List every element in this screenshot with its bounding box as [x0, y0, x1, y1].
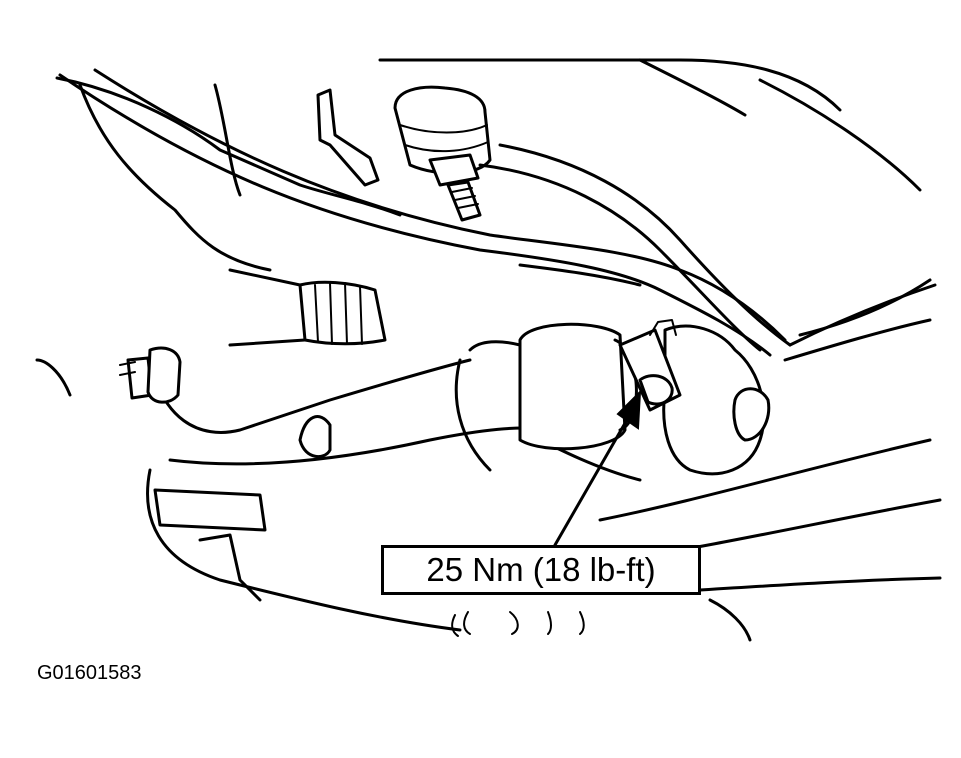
stabilizer-link-ball-joint: [393, 85, 492, 222]
bushing-sleeve: [454, 322, 638, 472]
lower-details: [451, 598, 752, 642]
boot: [228, 268, 387, 347]
stabilizer-bar: [58, 68, 937, 362]
figure-id: G01601583: [37, 662, 142, 684]
pivot-bolt: [119, 346, 182, 404]
stabilizer-clamp: [618, 319, 771, 476]
torque-callout-text: 25 Nm (18 lb-ft): [426, 551, 656, 588]
bracket: [316, 88, 380, 187]
torque-callout-label: 25 Nm (18 lb-ft): [381, 545, 701, 595]
callout-arrow: [553, 389, 642, 547]
lower-control-arm: [146, 353, 942, 632]
